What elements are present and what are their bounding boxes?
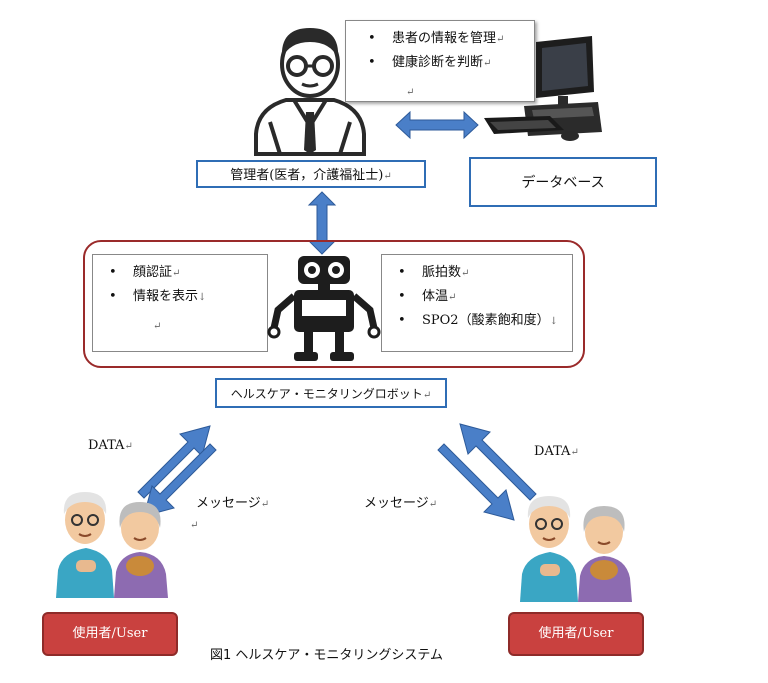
database-box: データベース [469, 157, 657, 207]
admin-duty-item: 健康診断を判断↵ [362, 51, 534, 75]
left-data-arrow [137, 425, 217, 517]
elderly-couple-icon [56, 492, 168, 598]
admin-duties-box: 患者の情報を管理↵ 健康診断を判断↵ ↵ [345, 20, 535, 102]
admin-database-arrow [395, 110, 479, 140]
admin-label-box: 管理者(医者，介護福祉士)↵ [196, 160, 426, 188]
robot-right-sensors: 脈拍数↵ 体温↵ SPO2（酸素飽和度）↓ [381, 254, 573, 352]
right-data-arrow [437, 423, 537, 521]
robot-sensor-item: 体温↵ [392, 285, 572, 309]
robot-icon [267, 256, 381, 361]
computer-icon [484, 36, 602, 141]
left-data-label: DATA↵ [88, 438, 133, 453]
left-message-label: メッセージ↵ [196, 496, 270, 511]
right-message-label: メッセージ↵ [364, 496, 438, 511]
robot-sensor-item: 脈拍数↵ [392, 261, 572, 285]
admin-robot-arrow [307, 191, 337, 255]
robot-sensor-item: SPO2（酸素飽和度）↓ [392, 309, 572, 333]
user-left-button: 使用者/User [42, 612, 178, 656]
admin-duty-item: 患者の情報を管理↵ [362, 27, 534, 51]
robot-function-item: 情報を表示↓ [103, 285, 267, 309]
elderly-couple-icon [520, 496, 632, 602]
figure-caption: 図1 ヘルスケア・モニタリングシステム [210, 648, 444, 663]
user-right-button: 使用者/User [508, 612, 644, 656]
robot-frame [83, 240, 585, 368]
robot-label-box: ヘルスケア・モニタリングロボット↵ [215, 378, 447, 408]
doctor-icon [254, 28, 366, 156]
robot-left-functions: 顔認証↵ 情報を表示↓ ↵ [92, 254, 268, 352]
right-data-label: DATA↵ [534, 444, 579, 459]
robot-function-item: 顔認証↵ [103, 261, 267, 285]
